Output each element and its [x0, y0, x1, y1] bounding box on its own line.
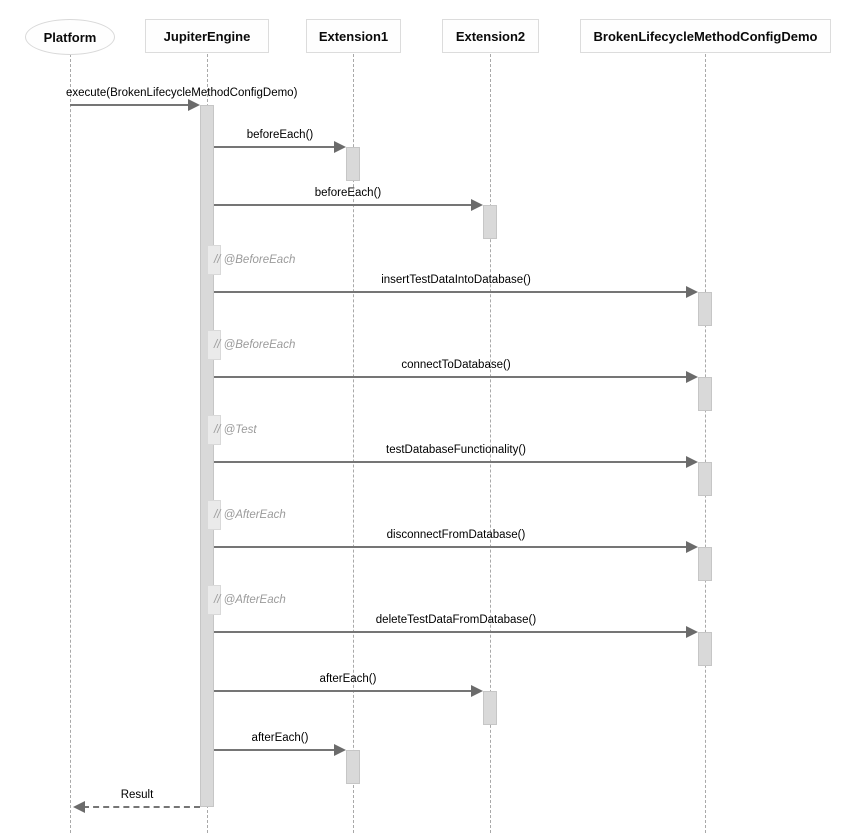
arrow-shaft	[214, 631, 688, 633]
activation-extension1-aftereach	[346, 750, 360, 784]
participant-brokenlifecyclemethodconfigdemo: BrokenLifecycleMethodConfigDemo	[580, 19, 831, 53]
annotation-aftereach-2: // @AfterEach	[214, 594, 286, 606]
arrow-execute	[70, 98, 200, 112]
message-label-beforeeach-ext2: beforeEach()	[314, 187, 382, 199]
lifeline-extension1	[353, 54, 354, 833]
activation-jupiterengine-nested-2	[207, 330, 221, 360]
arrow-testdatabasefunctionality	[214, 455, 698, 469]
arrowhead-left-icon	[73, 801, 85, 813]
lifeline-extension2	[490, 54, 491, 833]
message-label-inserttestdata: insertTestDataIntoDatabase()	[381, 274, 531, 286]
activation-demo-connect	[698, 377, 712, 411]
message-label-connecttodatabase: connectToDatabase()	[401, 359, 511, 371]
participant-extension1-label: Extension1	[318, 28, 389, 44]
arrowhead-right-icon	[471, 685, 483, 697]
participant-extension2: Extension2	[442, 19, 539, 53]
message-label-deletetestdata: deleteTestDataFromDatabase()	[375, 614, 537, 626]
lifeline-brokenlifecyclemethodconfigdemo	[705, 54, 706, 833]
arrow-aftereach-ext1	[214, 743, 346, 757]
arrow-shaft	[214, 376, 688, 378]
arrow-inserttestdata	[214, 285, 698, 299]
arrow-aftereach-ext2	[214, 684, 483, 698]
arrow-disconnectfromdatabase	[214, 540, 698, 554]
arrow-shaft	[214, 749, 336, 751]
participant-extension2-label: Extension2	[455, 28, 526, 44]
activation-extension2-beforeeach	[483, 205, 497, 239]
annotation-beforeeach-1: // @BeforeEach	[214, 254, 296, 266]
participant-brokenlifecyclemethodconfigdemo-label: BrokenLifecycleMethodConfigDemo	[593, 28, 818, 44]
arrow-shaft	[214, 291, 688, 293]
arrowhead-right-icon	[686, 286, 698, 298]
activation-jupiterengine-nested-4	[207, 500, 221, 530]
activation-jupiterengine-nested-1	[207, 245, 221, 275]
message-label-execute: execute(BrokenLifecycleMethodConfigDemo)	[66, 87, 298, 99]
arrowhead-right-icon	[471, 199, 483, 211]
arrowhead-right-icon	[686, 541, 698, 553]
message-label-aftereach-ext1: afterEach()	[251, 732, 309, 744]
arrow-result-return	[73, 800, 200, 814]
activation-extension1-beforeeach	[346, 147, 360, 181]
message-label-disconnectfromdatabase: disconnectFromDatabase()	[386, 529, 526, 541]
arrow-shaft	[214, 146, 336, 148]
message-label-beforeeach-ext1: beforeEach()	[246, 129, 314, 141]
arrowhead-right-icon	[686, 626, 698, 638]
annotation-test: // @Test	[214, 424, 257, 436]
activation-jupiterengine-nested-3	[207, 415, 221, 445]
arrowhead-right-icon	[686, 371, 698, 383]
lifeline-platform	[70, 54, 71, 833]
activation-demo-test	[698, 462, 712, 496]
arrowhead-right-icon	[188, 99, 200, 111]
arrow-deletetestdata	[214, 625, 698, 639]
arrowhead-right-icon	[686, 456, 698, 468]
arrow-shaft-dashed	[83, 806, 200, 808]
activation-jupiterengine-nested-5	[207, 585, 221, 615]
arrow-beforeeach-ext2	[214, 198, 483, 212]
arrow-beforeeach-ext1	[214, 140, 346, 154]
participant-jupiterengine: JupiterEngine	[145, 19, 269, 53]
annotation-beforeeach-2: // @BeforeEach	[214, 339, 296, 351]
participant-jupiterengine-label: JupiterEngine	[163, 28, 251, 44]
arrow-connecttodatabase	[214, 370, 698, 384]
activation-demo-delete	[698, 632, 712, 666]
participant-extension1: Extension1	[306, 19, 401, 53]
participant-platform-label: Platform	[43, 29, 97, 45]
message-label-result: Result	[120, 789, 154, 801]
arrow-shaft	[70, 104, 190, 106]
activation-jupiterengine-main	[200, 105, 214, 807]
activation-extension2-aftereach	[483, 691, 497, 725]
annotation-aftereach-1: // @AfterEach	[214, 509, 286, 521]
arrow-shaft	[214, 546, 688, 548]
activation-demo-disconnect	[698, 547, 712, 581]
activation-demo-insert	[698, 292, 712, 326]
arrow-shaft	[214, 461, 688, 463]
participant-platform: Platform	[25, 19, 115, 55]
arrowhead-right-icon	[334, 744, 346, 756]
arrowhead-right-icon	[334, 141, 346, 153]
arrow-shaft	[214, 690, 473, 692]
arrow-shaft	[214, 204, 473, 206]
message-label-testdatabasefunctionality: testDatabaseFunctionality()	[386, 444, 526, 456]
message-label-aftereach-ext2: afterEach()	[319, 673, 377, 685]
